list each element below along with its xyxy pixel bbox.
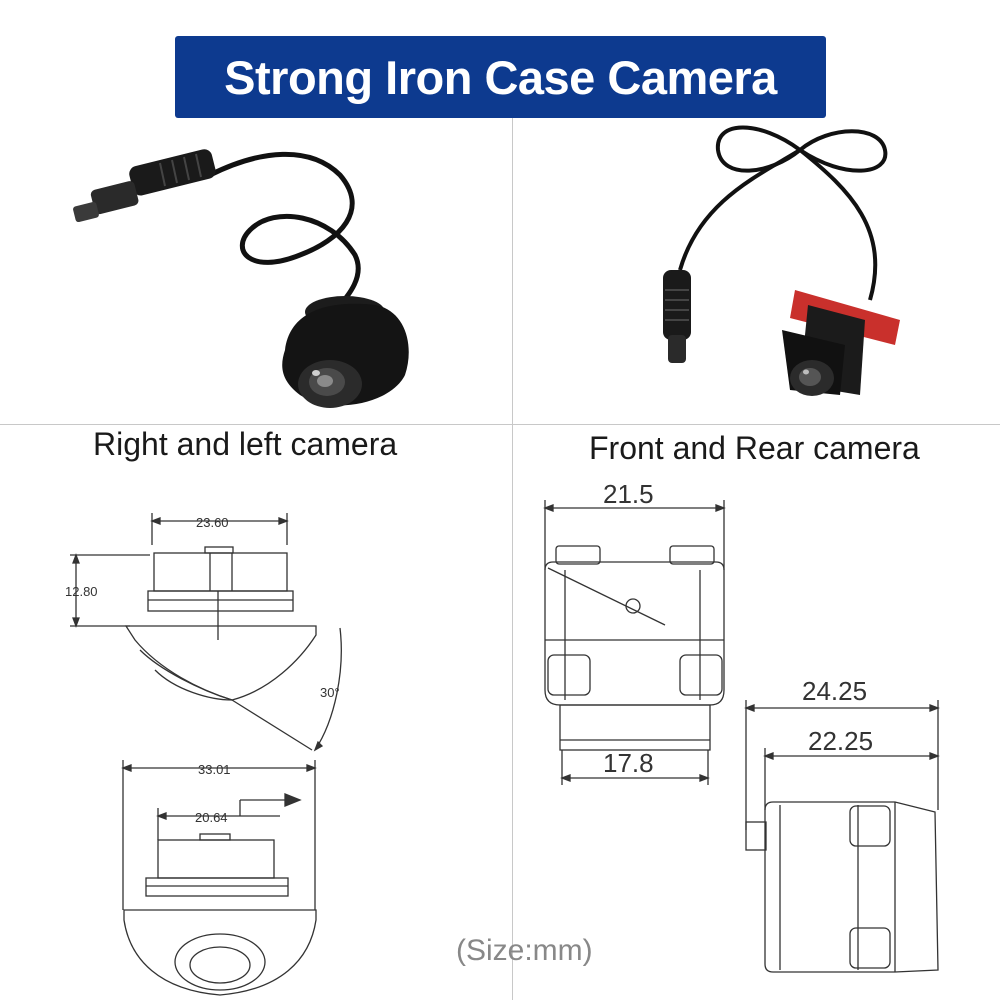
front-camera-photo <box>663 125 900 396</box>
dim-side-outer: 24.25 <box>802 676 867 706</box>
dim-inner-width: 20.64 <box>195 810 228 825</box>
dim-base-width: 33.01 <box>198 762 231 777</box>
connector-icon <box>73 149 216 223</box>
size-unit-note: (Size:mm) <box>456 934 593 967</box>
dim-angle: 30° <box>320 685 340 700</box>
dim-front-bottom: 17.8 <box>603 748 654 778</box>
dim-height: 12.80 <box>65 584 98 599</box>
title-banner: Strong Iron Case Camera <box>175 36 826 118</box>
dim-front-width: 21.5 <box>603 479 654 509</box>
dim-side-inner: 22.25 <box>808 726 873 756</box>
front-camera-drawing <box>543 500 726 785</box>
left-camera-drawing-base <box>121 760 317 996</box>
horizontal-divider <box>0 424 1000 425</box>
vertical-divider <box>512 118 513 1000</box>
cable-icon <box>207 151 361 313</box>
camera-lens-icon <box>282 296 409 408</box>
right-camera-caption: Front and Rear camera <box>589 430 920 466</box>
dim-top-width: 23.60 <box>196 515 229 530</box>
left-camera-caption: Right and left camera <box>93 426 398 462</box>
side-view-drawing <box>744 700 940 973</box>
connector-icon <box>663 270 691 363</box>
camera-lens-icon <box>782 305 865 396</box>
left-camera-drawing-side <box>70 513 342 752</box>
page-title: Strong Iron Case Camera <box>224 50 777 104</box>
side-camera-photo <box>73 149 409 408</box>
